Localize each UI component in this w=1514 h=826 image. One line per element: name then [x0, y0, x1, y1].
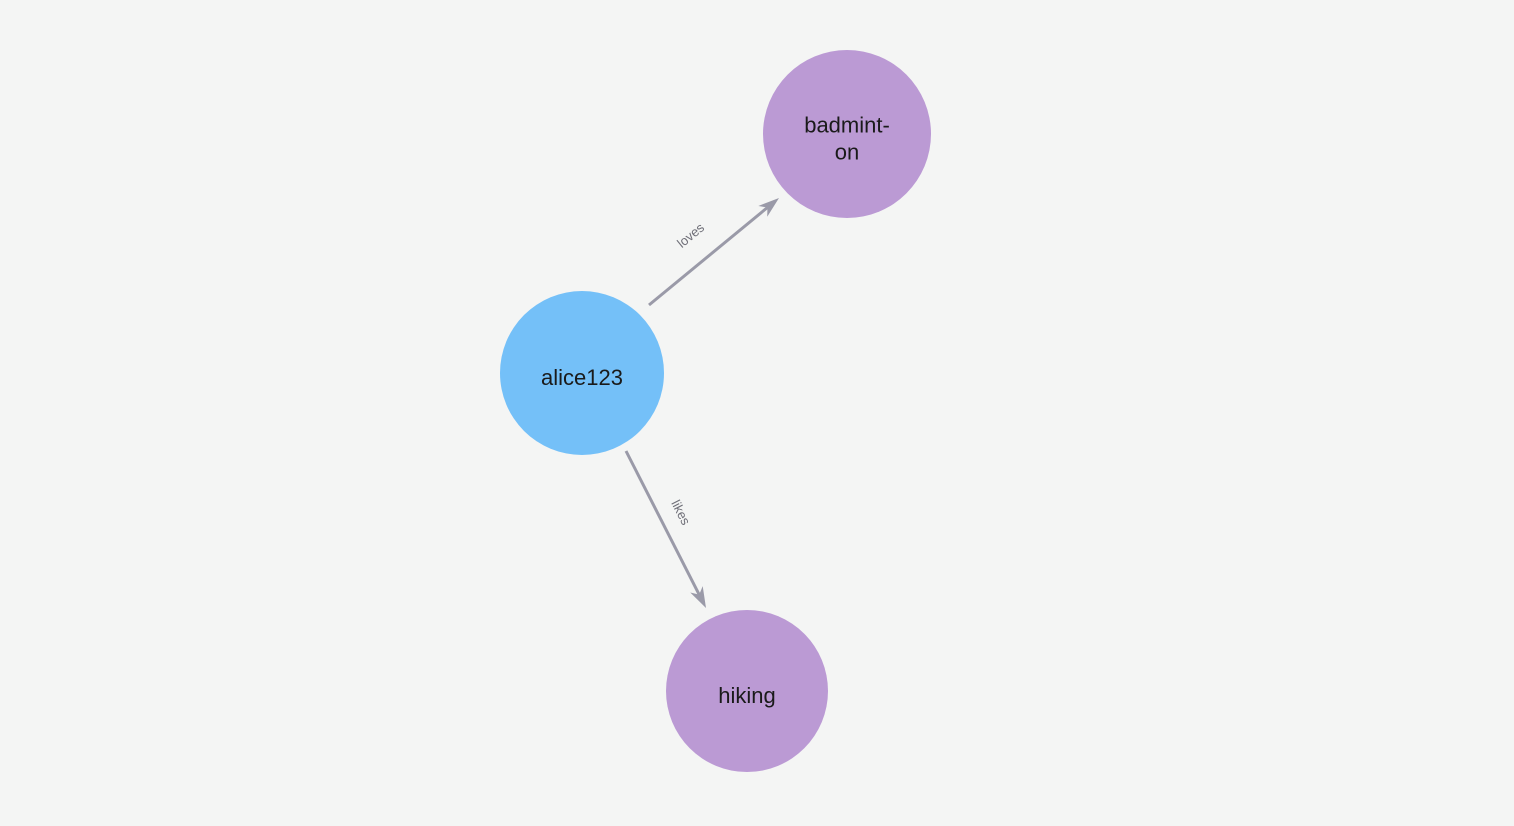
- edge-line-loves[interactable]: [648, 205, 770, 307]
- edge-label-loves: loves: [674, 219, 707, 250]
- edge-alice123-loves-badminton[interactable]: loves: [648, 193, 783, 307]
- node-circle-alice123[interactable]: [500, 291, 664, 455]
- edge-line-likes[interactable]: [624, 450, 701, 597]
- edge-label-likes: likes: [668, 497, 693, 527]
- node-circle-badminton[interactable]: [763, 50, 931, 218]
- graph-node-badminton[interactable]: badmint- on: [763, 50, 931, 218]
- edge-alice123-likes-hiking[interactable]: likes: [624, 450, 712, 611]
- graph-node-hiking[interactable]: hiking: [666, 610, 828, 772]
- graph-node-alice123[interactable]: alice123: [500, 291, 664, 455]
- arrowhead-icon-likes: [690, 586, 706, 608]
- arrowhead-icon-loves: [758, 198, 779, 217]
- node-circle-hiking[interactable]: [666, 610, 828, 772]
